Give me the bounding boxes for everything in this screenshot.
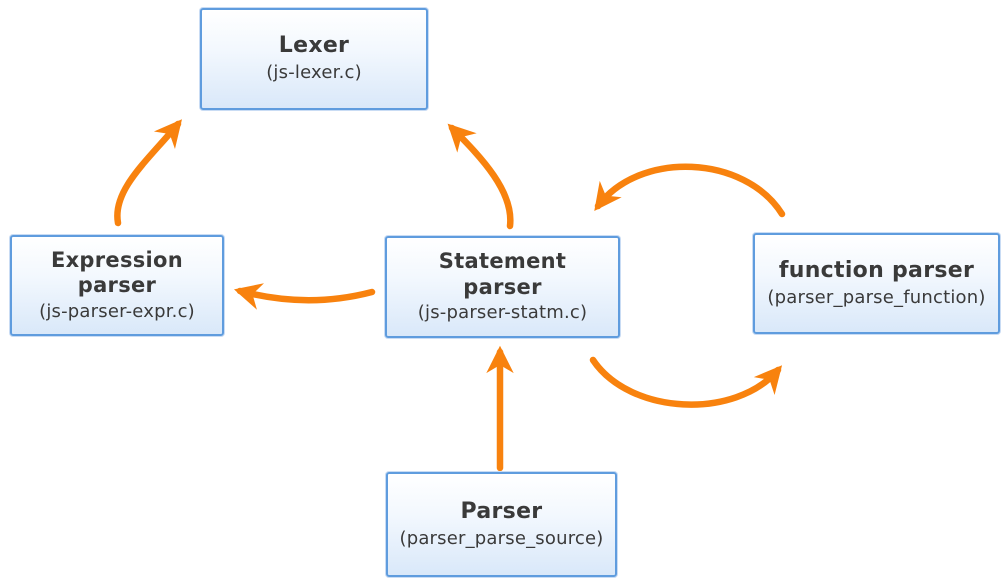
node-parser: Parser (parser_parse_source) <box>386 472 617 577</box>
node-lexer-title: Lexer <box>278 33 350 59</box>
edge-statement-parser-to-function-parser <box>589 356 783 408</box>
node-expression-parser-subtitle: (js-parser-expr.c) <box>39 300 195 322</box>
edge-statement-parser-to-expression-parser <box>233 283 376 310</box>
node-lexer: Lexer (js-lexer.c) <box>200 8 428 110</box>
node-expression-parser-title: Expression parser <box>50 247 184 298</box>
edge-function-parser-to-statement-parser <box>594 163 786 218</box>
node-function-parser-subtitle: (parser_parse_function) <box>767 286 986 308</box>
node-statement-parser: Statement parser (js-parser-statm.c) <box>385 236 620 338</box>
edge-statement-parser-to-lexer <box>447 123 514 230</box>
node-function-parser: function parser (parser_parse_function) <box>753 233 1000 334</box>
node-statement-parser-title: Statement parser <box>438 249 567 299</box>
edge-expression-parser-to-lexer <box>114 119 182 227</box>
node-expression-parser: Expression parser (js-parser-expr.c) <box>10 235 224 336</box>
node-function-parser-title: function parser <box>778 257 975 283</box>
node-lexer-subtitle: (js-lexer.c) <box>266 62 362 84</box>
node-parser-subtitle: (parser_parse_source) <box>399 527 604 549</box>
node-parser-title: Parser <box>460 498 543 524</box>
node-statement-parser-subtitle: (js-parser-statm.c) <box>417 302 588 324</box>
